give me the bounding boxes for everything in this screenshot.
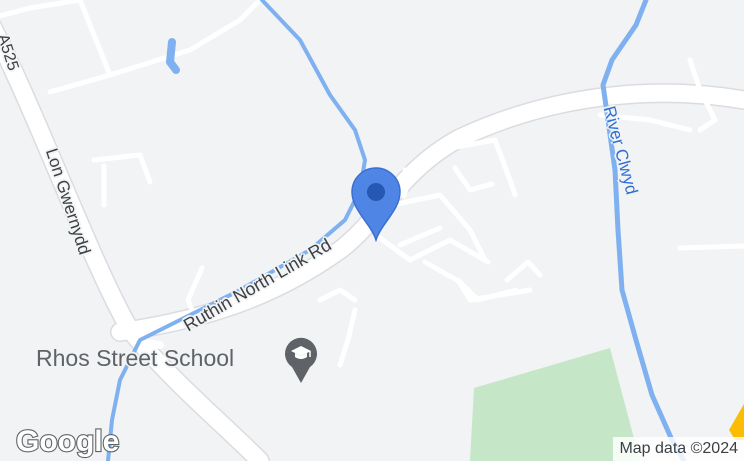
road-marker-corner: [729, 404, 744, 440]
graduation-cap-icon[interactable]: [284, 336, 318, 384]
google-logo: Google: [15, 424, 121, 459]
park-area: [470, 348, 640, 461]
road-a525-path: [0, 22, 269, 461]
svg-text:Google: Google: [16, 425, 119, 458]
road-link-path: [111, 84, 744, 341]
map-attribution[interactable]: Map data ©2024: [613, 437, 744, 461]
minor-roads: [0, 0, 744, 368]
river-clwyd-path: [600, 0, 687, 461]
poi-label-school[interactable]: Rhos Street School: [36, 345, 235, 371]
map-pin-icon[interactable]: [349, 166, 403, 242]
main-roads: [0, 22, 744, 461]
rivers: [106, 0, 687, 461]
stream-path: [106, 0, 367, 461]
